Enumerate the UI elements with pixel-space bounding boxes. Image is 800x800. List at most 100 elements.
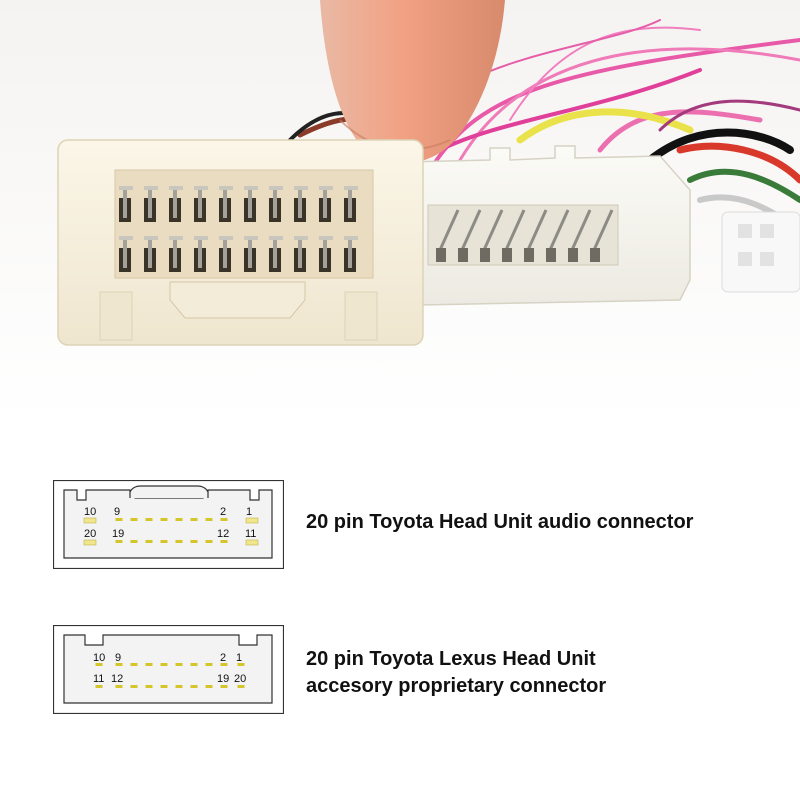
photo-pin-slot xyxy=(458,248,468,262)
accessory-caption-line-1: 20 pin Toyota Lexus Head Unit xyxy=(306,648,596,670)
pin-contact xyxy=(115,685,123,688)
pin-contact xyxy=(175,685,183,688)
pin-9-label: 9 xyxy=(114,506,120,518)
connector-photo xyxy=(0,0,800,420)
photo-pin xyxy=(223,188,227,218)
pin-10-label: 10 xyxy=(93,652,105,664)
photo-pin-slot xyxy=(436,248,446,262)
photo-pin xyxy=(173,188,177,218)
photo-pin xyxy=(323,238,327,268)
audio-connector-key xyxy=(129,485,209,498)
finger xyxy=(320,0,505,164)
audio-connector-pins xyxy=(83,517,259,546)
audio-plug xyxy=(57,139,424,346)
photo-pin-tip xyxy=(219,186,233,190)
photo-pin-tip xyxy=(294,186,308,190)
pin-19-label: 19 xyxy=(217,673,229,685)
pin-contact xyxy=(205,663,213,666)
pin-contact xyxy=(220,518,228,521)
photo-pin-tip xyxy=(344,186,358,190)
pin-contact xyxy=(160,518,168,521)
photo-pin-slot xyxy=(524,248,534,262)
pin-contact xyxy=(220,663,228,666)
pin-contact xyxy=(95,663,103,666)
pin-contact xyxy=(115,518,123,521)
pin-contact xyxy=(190,540,198,543)
accessory-connector-pins xyxy=(95,663,245,688)
pin-contact xyxy=(175,663,183,666)
accessory-caption-line-2: accesory proprietary connector xyxy=(306,675,607,697)
pin-11-label: 11 xyxy=(93,673,104,685)
audio-connector-housing xyxy=(63,489,273,559)
photo-pin xyxy=(248,238,252,268)
photo-pin xyxy=(273,188,277,218)
pin-contact xyxy=(205,540,213,543)
pin-contact xyxy=(175,540,183,543)
pin-contact xyxy=(115,663,123,666)
photo-pin xyxy=(198,188,202,218)
photo-pin xyxy=(570,209,592,251)
photo-pin xyxy=(298,238,302,268)
photo-pin xyxy=(592,209,614,251)
pin-contact xyxy=(145,663,153,666)
photo-pin-tip xyxy=(169,236,183,240)
photo-pin xyxy=(248,188,252,218)
pin-contact xyxy=(190,518,198,521)
pin-contact xyxy=(245,517,259,524)
photo-pin-slot xyxy=(480,248,490,262)
pin-20-label: 20 xyxy=(84,528,96,540)
pin-contact xyxy=(115,540,123,543)
photo-pin xyxy=(223,238,227,268)
photo-pin xyxy=(482,209,504,251)
pin-contact xyxy=(160,663,168,666)
pin-contact xyxy=(190,663,198,666)
pin-9-label: 9 xyxy=(115,652,121,664)
pin-12-label: 12 xyxy=(217,528,229,540)
pin-contact xyxy=(220,685,228,688)
pin-1-label: 1 xyxy=(236,652,242,664)
photo-pin-tip xyxy=(119,186,133,190)
pin-11-label: 11 xyxy=(245,528,256,540)
photo-pin-tip xyxy=(269,186,283,190)
pin-contact xyxy=(205,518,213,521)
pin-contact xyxy=(237,685,245,688)
pin-12-label: 12 xyxy=(111,673,123,685)
photo-pin-slot xyxy=(568,248,578,262)
photo-pin-tip xyxy=(219,236,233,240)
photo-pin-tip xyxy=(194,236,208,240)
pin-contact xyxy=(145,518,153,521)
photo-pin-tip xyxy=(344,236,358,240)
accessory-plug-pins xyxy=(436,209,614,262)
pin-contact xyxy=(83,539,97,546)
accessory-connector-pinout: 10 9 2 1 11 12 19 20 xyxy=(53,625,284,714)
pin-19-label: 19 xyxy=(112,528,124,540)
photo-pin-slot xyxy=(590,248,600,262)
pin-20-label: 20 xyxy=(234,673,246,685)
pin-10-label: 10 xyxy=(84,506,96,518)
photo-pin xyxy=(438,209,460,251)
photo-pin-tip xyxy=(169,186,183,190)
pin-1-label: 1 xyxy=(246,506,252,518)
audio-connector-caption: 20 pin Toyota Head Unit audio connector xyxy=(306,511,694,533)
pin-contact xyxy=(130,518,138,521)
pin-contact xyxy=(205,685,213,688)
photo-pin-tip xyxy=(294,236,308,240)
photo-pin xyxy=(123,238,127,268)
pin-contact xyxy=(175,518,183,521)
photo-pin-slot xyxy=(546,248,556,262)
photo-pin xyxy=(298,188,302,218)
accessory-connector-housing xyxy=(63,634,273,704)
photo-pin-slot xyxy=(502,248,512,262)
photo-pin-tip xyxy=(319,236,333,240)
photo-pin-tip xyxy=(244,236,258,240)
photo-pin xyxy=(198,238,202,268)
pin-contact xyxy=(237,663,245,666)
photo-pin xyxy=(348,188,352,218)
photo-pin xyxy=(460,209,482,251)
photo-pin-tip xyxy=(194,186,208,190)
photo-pin xyxy=(526,209,548,251)
pin-contact xyxy=(95,685,103,688)
accessory-connector-caption: 20 pin Toyota Lexus Head Unit accesory p… xyxy=(306,646,606,700)
photo-pin xyxy=(148,238,152,268)
pin-contact xyxy=(145,685,153,688)
